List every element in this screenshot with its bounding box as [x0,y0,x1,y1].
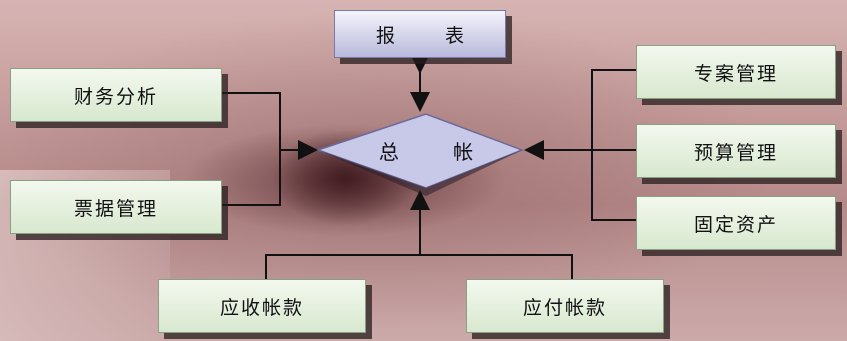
project-management-label: 专案管理 [693,62,778,85]
bill-management-label: 票据管理 [73,197,158,220]
connector-bottom [265,194,573,290]
report-box[interactable]: 报 表 [334,10,506,58]
accounts-payable-label: 应付帐款 [522,296,607,319]
fixed-assets-box[interactable]: 固定资产 [636,196,836,250]
accounts-receivable-label: 应收帐款 [219,296,304,319]
financial-analysis-label: 财务分析 [73,85,158,108]
connector-right [528,69,636,221]
general-ledger-label: 总 帐 [378,139,498,164]
report-label: 报 表 [375,24,487,47]
fixed-assets-label: 固定资产 [693,213,778,236]
budget-management-box[interactable]: 预算管理 [636,124,836,178]
bill-management-box[interactable]: 票据管理 [10,180,222,234]
accounts-receivable-box[interactable]: 应收帐款 [158,279,366,333]
accounts-payable-box[interactable]: 应付帐款 [466,279,664,333]
project-management-box[interactable]: 专案管理 [636,45,836,99]
budget-management-label: 预算管理 [693,141,778,164]
connector-left [222,92,314,206]
financial-analysis-box[interactable]: 财务分析 [10,68,222,122]
